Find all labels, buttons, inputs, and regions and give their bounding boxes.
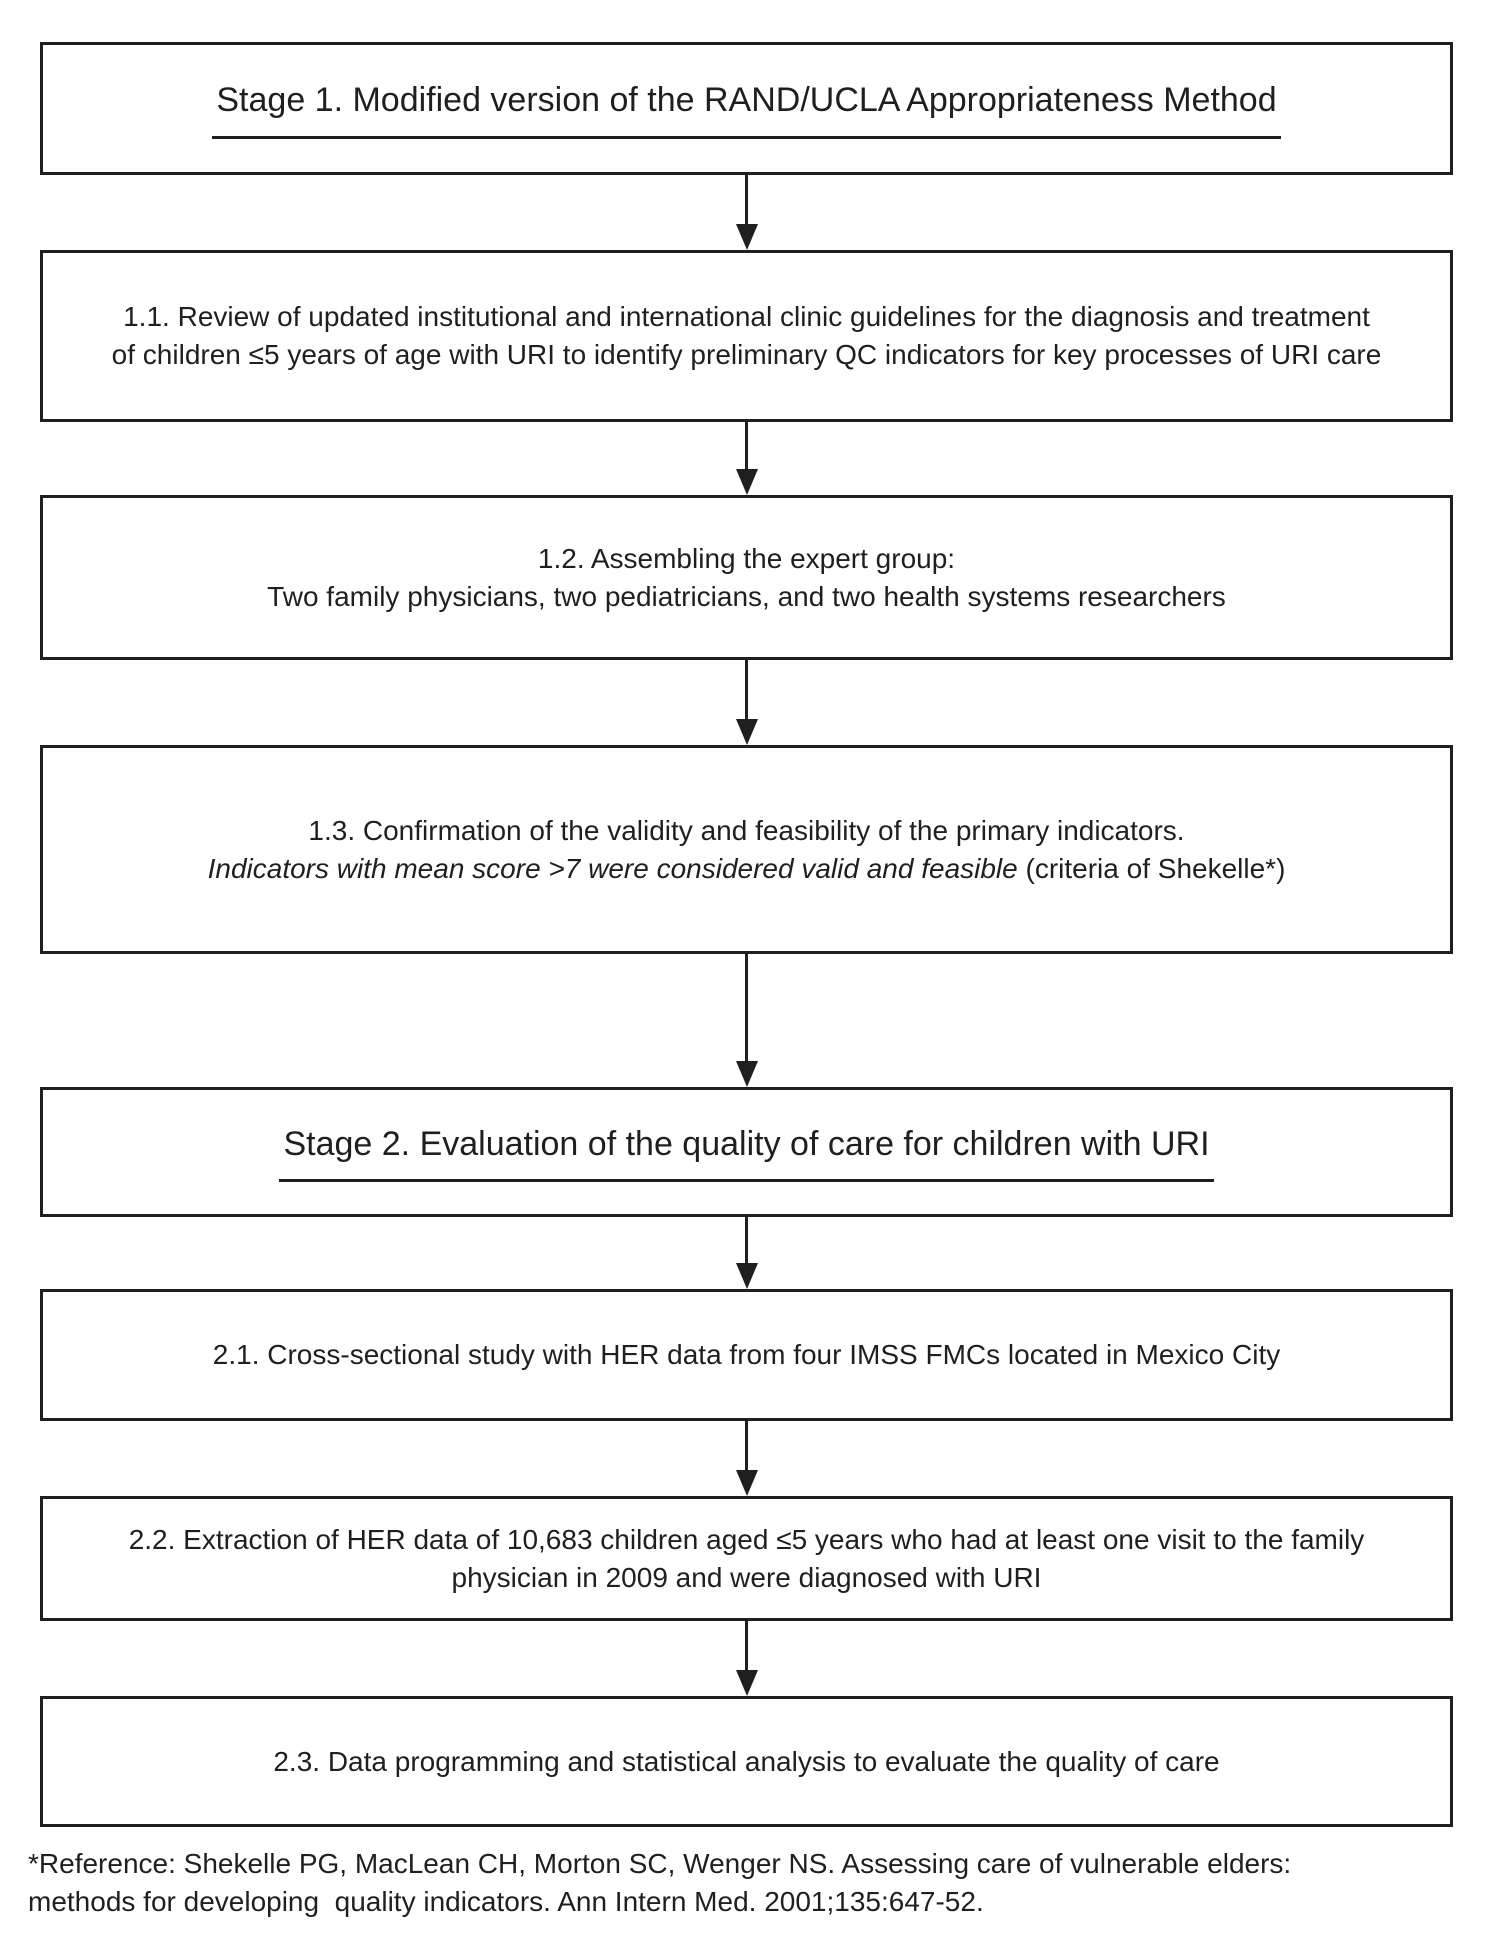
- arrowhead-down-icon: [735, 1061, 758, 1087]
- arrowhead-down-icon: [735, 1670, 758, 1696]
- step-1-1-text-line2: of children ≤5 years of age with URI to …: [111, 339, 1382, 370]
- step-1-3-text-line1: 1.3. Confirmation of the validity and fe…: [308, 814, 1185, 846]
- step-1-3-italic-criterion: Indicators with mean score >7 were consi…: [207, 852, 1018, 884]
- step-1-2-text-line2: Two family physicians, two pediatricians…: [267, 580, 1226, 612]
- reference-footnote-line2: methods for developing quality indicator…: [28, 1885, 984, 1917]
- arrow-shaft: [745, 1421, 748, 1470]
- arrowhead-down-icon: [735, 224, 758, 250]
- reference-footnote-line1: *Reference: Shekelle PG, MacLean CH, Mor…: [28, 1848, 1292, 1879]
- step-1-3-text-line2: Indicators with mean score >7 were consi…: [208, 850, 1286, 888]
- arrow-shaft: [745, 1217, 748, 1263]
- step-2-1-text-line1: 2.1. Cross-sectional study with HER data…: [212, 1339, 1281, 1371]
- flow-arrow-5: [40, 1217, 1453, 1289]
- arrow-shaft: [745, 660, 748, 719]
- flow-arrow-3: [40, 660, 1453, 745]
- step-2-2-box: 2.2. Extraction of HER data of 10,683 ch…: [40, 1496, 1453, 1621]
- step-1-2-text-line1: 1.2. Assembling the expert group:: [537, 542, 956, 574]
- flow-arrow-2: [40, 422, 1453, 495]
- arrow-shaft: [745, 175, 748, 224]
- arrowhead-down-icon: [735, 1470, 758, 1496]
- arrow-shaft: [745, 422, 748, 469]
- stage2-title: Stage 2. Evaluation of the quality of ca…: [279, 1122, 1214, 1183]
- arrowhead-down-icon: [735, 469, 758, 495]
- step-1-2-box: 1.2. Assembling the expert group: Two fa…: [40, 495, 1453, 660]
- flow-arrow-1: [40, 175, 1453, 250]
- step-2-3-text-line1: 2.3. Data programming and statistical an…: [273, 1745, 1220, 1777]
- flow-arrow-6: [40, 1421, 1453, 1496]
- stage2-box: Stage 2. Evaluation of the quality of ca…: [40, 1087, 1453, 1217]
- reference-footnote: *Reference: Shekelle PG, MacLean CH, Mor…: [28, 1845, 1467, 1921]
- arrowhead-down-icon: [735, 1263, 758, 1289]
- step-1-3-criterion-source: (criteria of Shekelle*): [1017, 852, 1286, 884]
- step-2-3-box: 2.3. Data programming and statistical an…: [40, 1696, 1453, 1827]
- stage1-title: Stage 1. Modified version of the RAND/UC…: [212, 78, 1281, 139]
- step-2-2-text-line2: physician in 2009 and were diagnosed wit…: [451, 1561, 1042, 1593]
- step-2-2-text-line1: 2.2. Extraction of HER data of 10,683 ch…: [128, 1523, 1365, 1555]
- arrow-shaft: [745, 1621, 748, 1670]
- arrowhead-down-icon: [735, 719, 758, 745]
- step-2-1-box: 2.1. Cross-sectional study with HER data…: [40, 1289, 1453, 1421]
- flowchart: Stage 1. Modified version of the RAND/UC…: [40, 42, 1453, 1827]
- step-1-3-box: 1.3. Confirmation of the validity and fe…: [40, 745, 1453, 954]
- step-1-1-box: 1.1. Review of updated institutional and…: [40, 250, 1453, 422]
- step-1-1-text-line1: 1.1. Review of updated institutional and…: [123, 301, 1370, 333]
- stage1-box: Stage 1. Modified version of the RAND/UC…: [40, 42, 1453, 175]
- flow-arrow-4: [40, 954, 1453, 1087]
- flow-arrow-7: [40, 1621, 1453, 1696]
- arrow-shaft: [745, 954, 748, 1061]
